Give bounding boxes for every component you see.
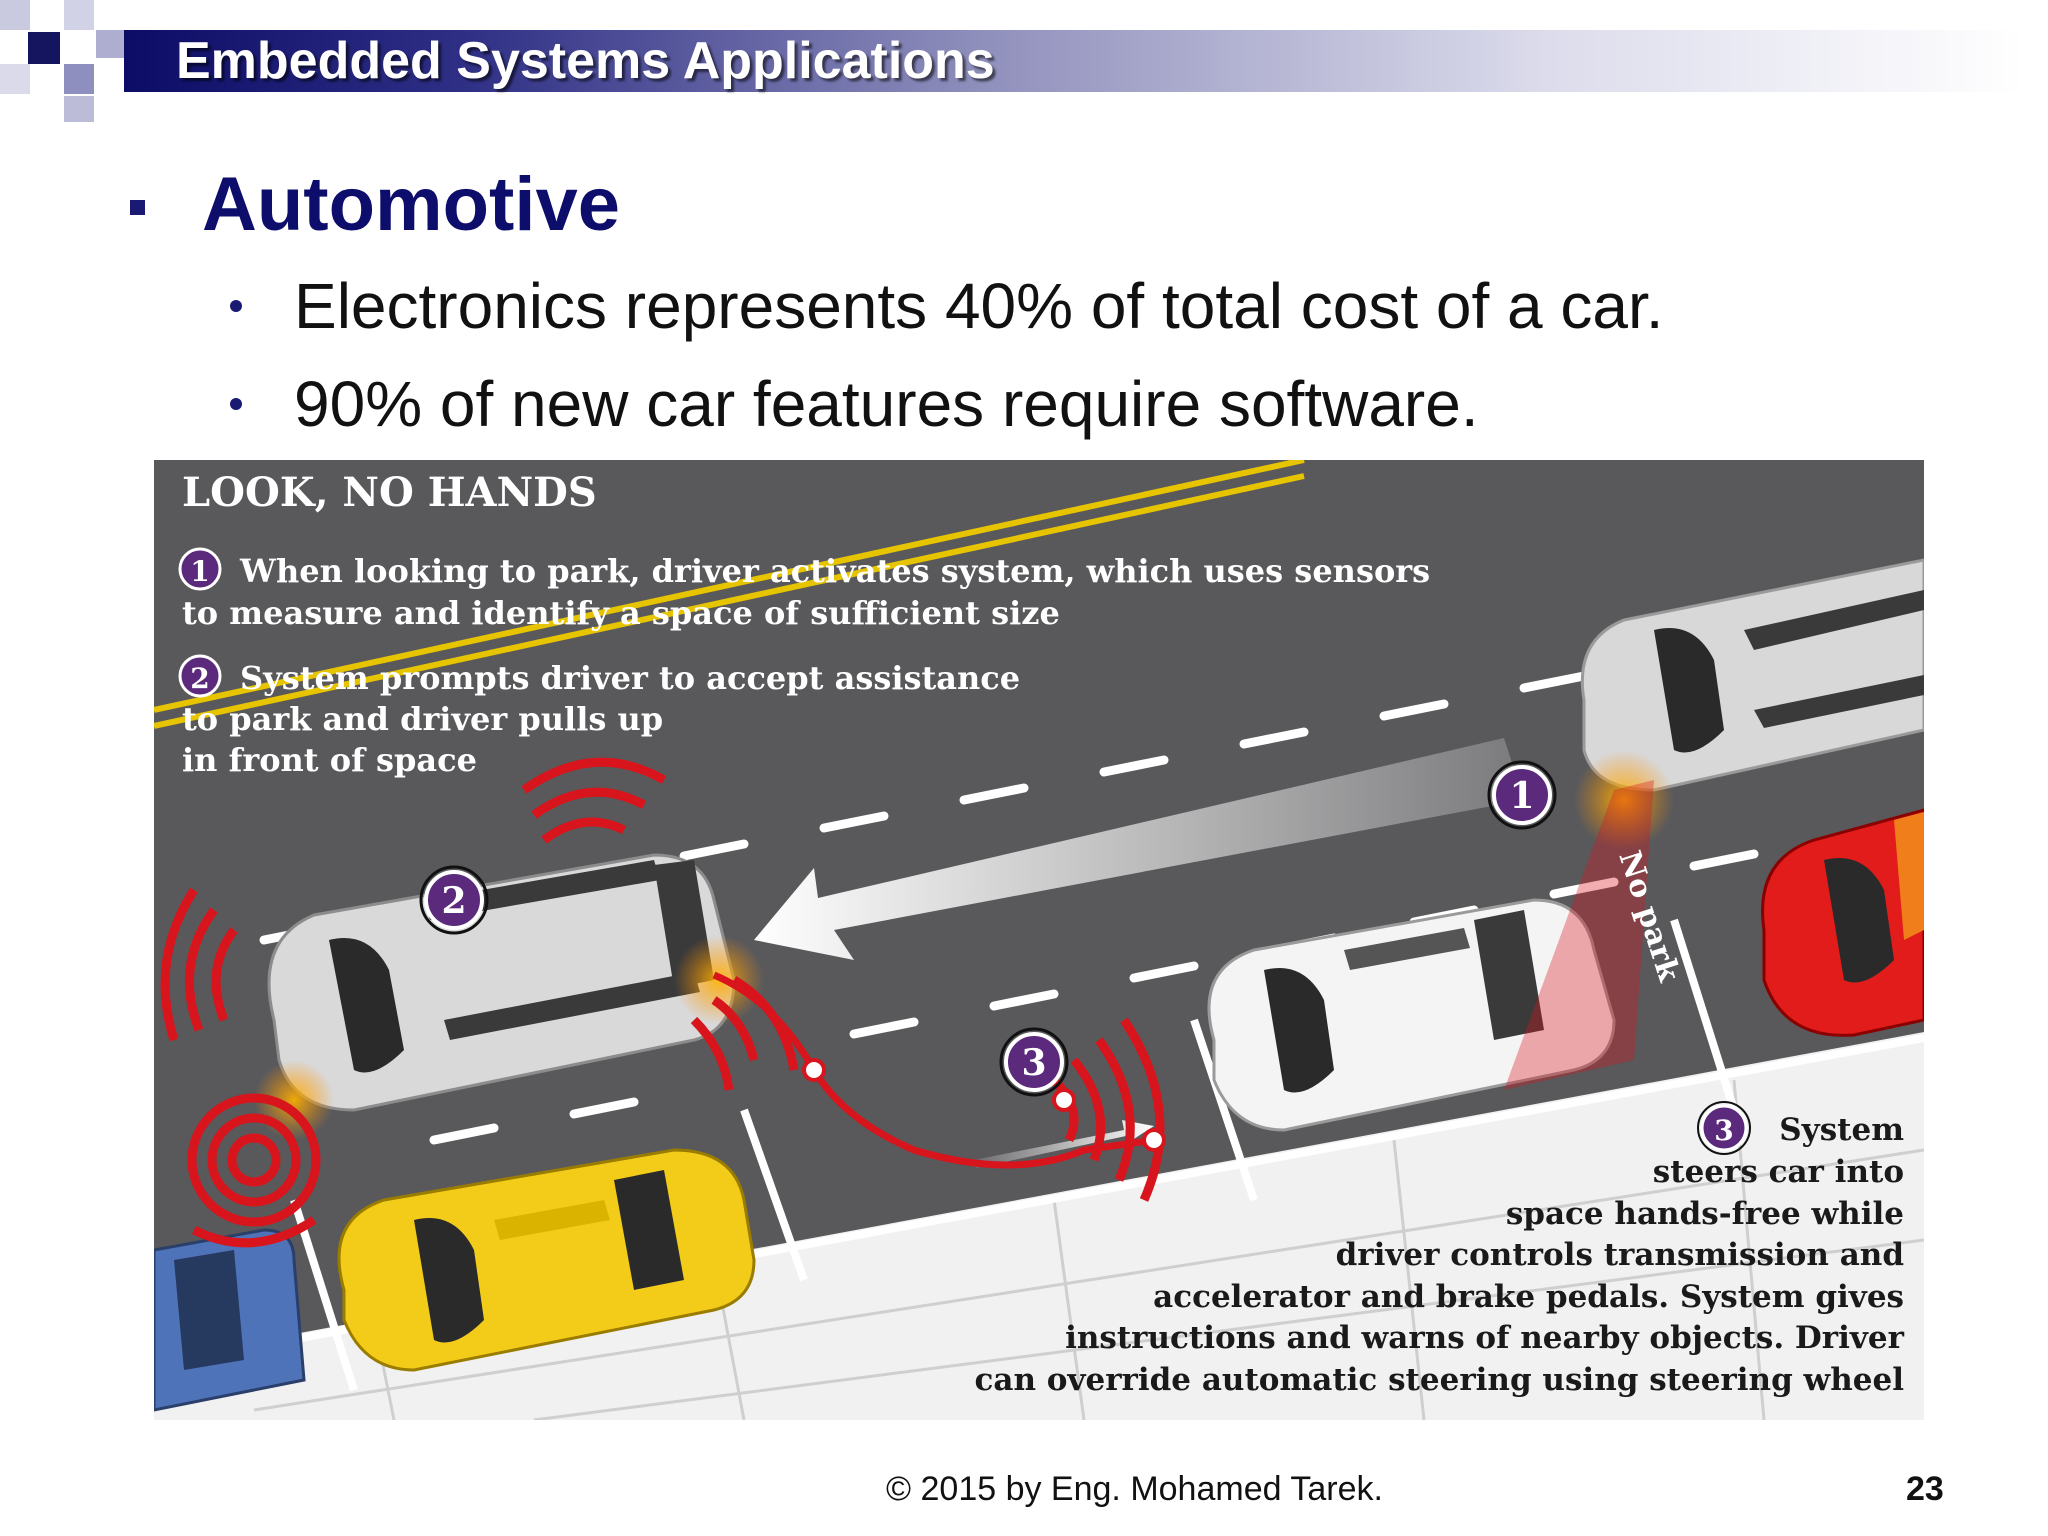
steering-path — [712, 971, 1155, 1169]
figure-title: LOOK, NO HANDS — [182, 469, 597, 516]
dot-bullet-icon — [230, 398, 242, 410]
step3-badge: 3 — [1697, 1101, 1751, 1155]
marker-1: 1 — [1487, 760, 1557, 830]
sensor-waves — [160, 757, 1165, 1248]
svg-text:1: 1 — [190, 555, 209, 588]
illustration-canvas: No park — [154, 460, 1924, 1420]
bullet-text-2: 90% of new car features require software… — [294, 368, 1479, 440]
parked-van-top — [1574, 558, 1924, 850]
small-direction-arrow — [974, 1120, 1154, 1168]
step3-caption-line6: instructions and warns of nearby objects… — [1065, 1320, 1905, 1356]
svg-text:2: 2 — [190, 662, 209, 695]
decorative-square-5 — [64, 64, 94, 94]
decorative-square-2 — [0, 0, 30, 30]
path-node — [802, 1058, 826, 1082]
path-node — [1142, 1128, 1166, 1152]
parked-yellow-car — [337, 1148, 756, 1372]
step2-caption-line1: System prompts driver to accept assistan… — [240, 659, 1020, 697]
decorative-square-3 — [64, 0, 94, 30]
path-node — [1052, 1088, 1076, 1112]
active-van — [254, 853, 764, 1140]
parked-red-car — [1761, 808, 1924, 1037]
slide-title: Embedded Systems Applications — [176, 32, 995, 90]
dot-bullet-icon — [230, 300, 242, 312]
decorative-square-1 — [28, 32, 60, 64]
decorative-square-7 — [64, 96, 94, 122]
step3-caption-line7: can override automatic steering using st… — [974, 1362, 1904, 1398]
svg-text:2: 2 — [441, 880, 466, 922]
step2-badge: 2 — [178, 654, 222, 698]
bullet-text-1: Electronics represents 40% of total cost… — [294, 270, 1664, 342]
step3-caption-line5: accelerator and brake pedals. System giv… — [1153, 1279, 1904, 1315]
svg-text:3: 3 — [1021, 1042, 1046, 1084]
step3-caption-line4: driver controls transmission and — [1336, 1237, 1904, 1273]
sensor-cone — [1504, 780, 1654, 1090]
step3-caption-line3: space hands-free while — [1506, 1196, 1904, 1232]
parking-assist-illustration: No park — [154, 460, 1924, 1420]
parked-white-car — [1207, 898, 1616, 1132]
heading-text: Automotive — [202, 162, 620, 247]
decorative-square-4 — [96, 30, 124, 58]
step3-caption: System steers car into space hands-free … — [974, 1112, 1904, 1398]
step3-caption-line2: steers car into — [1653, 1154, 1904, 1190]
page-number: 23 — [1906, 1470, 1944, 1508]
step1-badge: 1 — [178, 547, 222, 591]
marker-2: 2 — [419, 865, 489, 935]
copyright-footer: © 2015 by Eng. Mohamed Tarek. — [886, 1470, 1383, 1508]
parked-blue-car — [154, 1228, 306, 1412]
step2-caption-line3: in front of space — [182, 741, 477, 779]
step1-caption-line2: to measure and identify a space of suffi… — [182, 594, 1060, 632]
square-bullet-icon — [130, 200, 145, 215]
title-bar — [124, 30, 2024, 92]
center-lines — [154, 460, 1305, 729]
marker-3: 3 — [999, 1027, 1069, 1097]
step3-caption-line1: System — [1779, 1112, 1904, 1148]
sidewalk-tiles — [253, 1079, 1924, 1420]
direction-arrow — [754, 738, 1524, 960]
svg-text:3: 3 — [1714, 1114, 1733, 1147]
step2-caption-line2: to park and driver pulls up — [182, 700, 663, 738]
decorative-square-6 — [0, 64, 30, 94]
step1-caption-line1: When looking to park, driver activates s… — [239, 552, 1430, 590]
parking-dividers — [290, 918, 1738, 1392]
svg-text:1: 1 — [1509, 775, 1534, 817]
